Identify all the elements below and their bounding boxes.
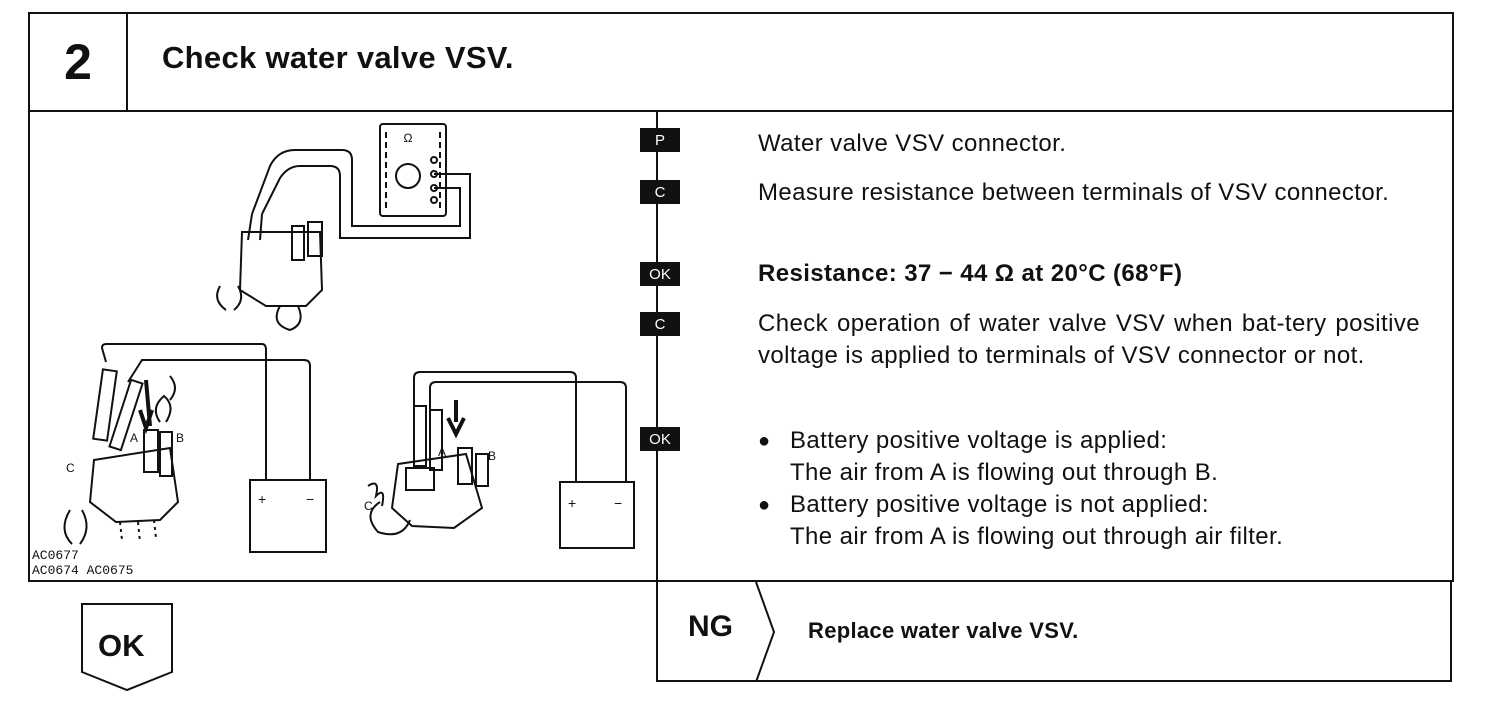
plus-label-left: +: [258, 491, 266, 507]
step-row-c2: C: [640, 312, 680, 336]
port-b-label-left: B: [176, 431, 184, 445]
ng-branch: NG Replace water valve VSV.: [656, 582, 1452, 682]
port-b-label-right: B: [488, 449, 496, 463]
step-row-ok2: OK: [640, 427, 680, 451]
port-a-label-right: A: [438, 445, 446, 459]
vsv-left-icon: [88, 446, 180, 524]
ok-label: OK: [98, 628, 145, 663]
vsv-right-icon: [390, 452, 484, 530]
result-outcome: The air from A is flowing out through ai…: [790, 523, 1284, 550]
list-item: ● Battery positive voltage is not applie…: [758, 489, 1283, 553]
step-row-ok1: OK: [640, 262, 680, 286]
list-item: ● Battery positive voltage is applied: T…: [758, 425, 1283, 489]
ng-action: Replace water valve VSV.: [808, 618, 1079, 643]
ohmmeter-icon: [379, 123, 447, 217]
resistance-spec: Resistance: 37 − 44 Ω at 20°C (68°F): [758, 260, 1183, 287]
vsv-top-icon: [238, 231, 324, 307]
minus-label-left: −: [306, 491, 314, 507]
step-row-c1: C: [640, 180, 680, 204]
battery-left-icon: [249, 479, 327, 553]
plus-label-right: +: [568, 495, 576, 511]
column-divider: [656, 110, 658, 580]
step-text-c2: Check operation of water valve VSV when …: [758, 310, 1420, 369]
step-text-p: Water valve VSV connector.: [758, 130, 1067, 157]
minus-label-right: −: [614, 495, 622, 511]
test-illustration: Ω A B C + −: [30, 110, 656, 580]
figure-code: AC0674 AC0675: [32, 563, 134, 578]
badge-ok: OK: [640, 427, 680, 451]
badge-c: C: [640, 180, 680, 204]
battery-right-icon: [559, 481, 635, 549]
step-text-c1: Measure resistance between terminals of …: [758, 179, 1390, 206]
result-list: ● Battery positive voltage is applied: T…: [758, 425, 1283, 553]
result-condition: Battery positive voltage is applied:: [790, 427, 1168, 454]
step-number: 2: [30, 14, 128, 110]
ng-label: NG: [688, 610, 733, 643]
badge-ok: OK: [640, 262, 680, 286]
step-header: 2 Check water valve VSV.: [30, 14, 1452, 112]
figure-codes: AC0677 AC0674 AC0675: [32, 548, 133, 578]
figure-code: AC0677: [32, 548, 79, 563]
meter-symbol: Ω: [404, 131, 413, 145]
port-c-label-left: C: [66, 461, 75, 475]
result-outcome: The air from A is flowing out through B.: [790, 459, 1219, 486]
bullet-icon: ●: [758, 494, 771, 516]
badge-c: C: [640, 312, 680, 336]
ok-branch: OK: [80, 602, 176, 697]
bullet-icon: ●: [758, 430, 771, 452]
vsv-test-diagram: Ω A B C + −: [63, 123, 635, 553]
result-condition: Battery positive voltage is not applied:: [790, 491, 1209, 518]
step-title: Check water valve VSV.: [162, 40, 514, 75]
badge-p: P: [640, 128, 680, 152]
procedure-frame: 2 Check water valve VSV. Ω: [28, 12, 1454, 582]
ok-arrow-icon: [81, 603, 173, 692]
step-row-p: P: [640, 128, 680, 152]
port-a-label-left: A: [130, 431, 138, 445]
ng-chevron-icon: [755, 582, 776, 682]
port-c-label-right: C: [364, 499, 373, 513]
